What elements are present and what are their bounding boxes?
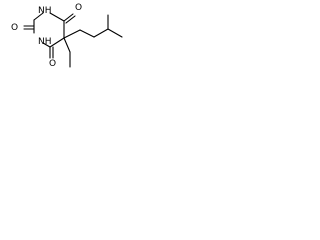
bond-c6-o-1 (63, 13, 74, 22)
bond-isopentyl-2 (79, 29, 95, 38)
bond-c5-ethyl-1 (63, 37, 71, 53)
bond-isopentyl-3 (93, 28, 109, 38)
bond-c4-c5 (49, 37, 65, 48)
bond-c5-isopentyl-1 (63, 29, 81, 39)
bond-n1-c2 (33, 12, 44, 21)
isopentyl-group (63, 14, 123, 39)
atom-o-bottom: O (49, 59, 56, 69)
ethyl-group (63, 37, 71, 68)
atom-nh-top: NH (38, 6, 52, 16)
atom-o-top: O (75, 3, 82, 13)
bond-c6-n1 (49, 12, 65, 22)
bond-c6-o-2 (65, 15, 76, 24)
atom-labels: O NH O NH O (11, 3, 82, 69)
atom-o-left: O (11, 23, 18, 33)
barbiturate-structure: O NH O NH O (11, 3, 123, 69)
atom-nh-bottom: NH (38, 37, 52, 47)
bond-n3-c4 (42, 42, 51, 48)
carbonyl-bonds (23, 13, 76, 59)
bond-isopentyl-4a (107, 28, 123, 38)
